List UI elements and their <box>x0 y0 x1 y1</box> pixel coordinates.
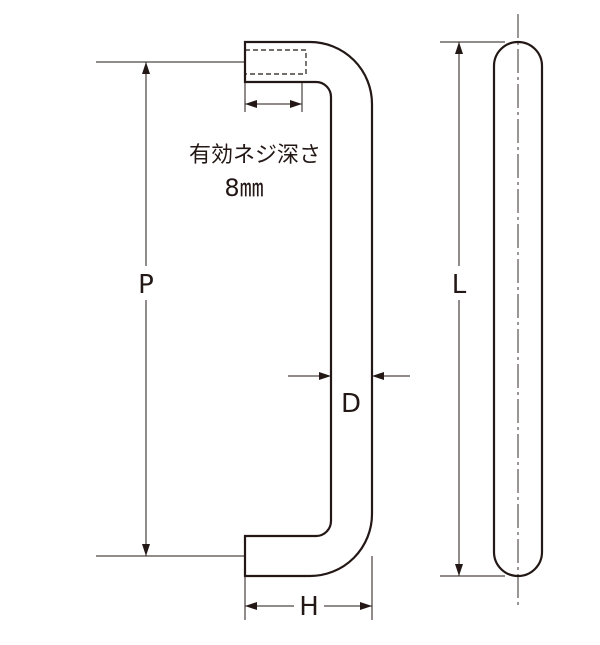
height-dimension: H <box>244 556 373 622</box>
thread-depth-dimension: 有効ネジ深さ 8㎜ <box>189 82 321 202</box>
diameter-label: D <box>341 389 361 419</box>
thread-depth-label: 有効ネジ深さ <box>189 143 321 168</box>
thread-depth-value: 8㎜ <box>224 174 263 202</box>
handle-side-view <box>243 40 374 578</box>
height-label: H <box>299 592 319 622</box>
handle-front-view <box>492 14 544 605</box>
pitch-dimension: P <box>96 61 245 557</box>
handle-body-outline <box>243 40 374 578</box>
diameter-dimension: D <box>288 372 410 419</box>
length-dimension: L <box>440 41 505 577</box>
pitch-label: P <box>138 270 154 300</box>
thread-hidden-line <box>245 49 307 75</box>
length-label: L <box>452 270 467 300</box>
